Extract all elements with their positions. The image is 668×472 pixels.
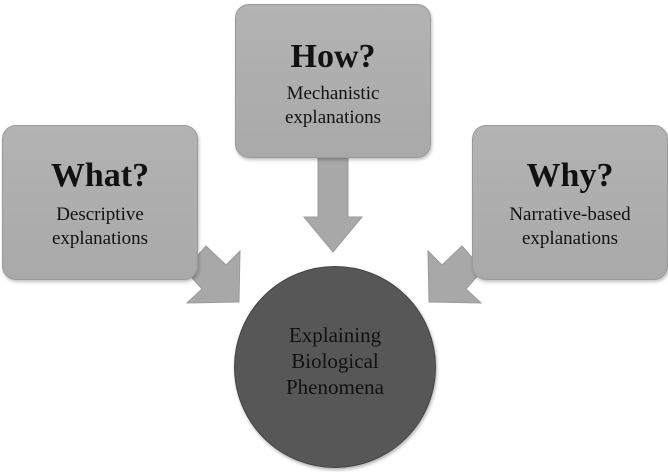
why-question: Why? <box>526 157 614 194</box>
what-description-line1: Descriptive <box>56 204 144 225</box>
arrow-what-to-center <box>184 245 241 304</box>
arrow-why-to-center <box>427 245 484 304</box>
center-circle: Explaining Biological Phenomena <box>234 266 436 468</box>
what-box: What? Descriptive explanations <box>2 125 198 280</box>
how-description-line2: explanations <box>284 107 382 128</box>
center-line2: Biological <box>291 349 379 373</box>
what-description: Descriptive explanations <box>3 203 197 251</box>
why-description-line2: explanations <box>521 228 619 249</box>
arrow-how-to-center <box>302 155 364 253</box>
why-box: Why? Narrative-based explanations <box>472 125 668 280</box>
center-line1: Explaining <box>288 323 382 347</box>
how-box: How? Mechanistic explanations <box>235 4 431 158</box>
why-description: Narrative-based explanations <box>473 203 667 251</box>
how-description: Mechanistic explanations <box>236 82 430 130</box>
what-question: What? <box>50 157 150 194</box>
how-description-line1: Mechanistic <box>286 83 380 104</box>
what-description-line2: explanations <box>51 228 149 249</box>
how-question: How? <box>290 38 376 75</box>
why-description-line1: Narrative-based <box>509 204 631 225</box>
center-line3: Phenomena <box>286 375 384 399</box>
center-text: Explaining Biological Phenomena <box>235 322 435 400</box>
